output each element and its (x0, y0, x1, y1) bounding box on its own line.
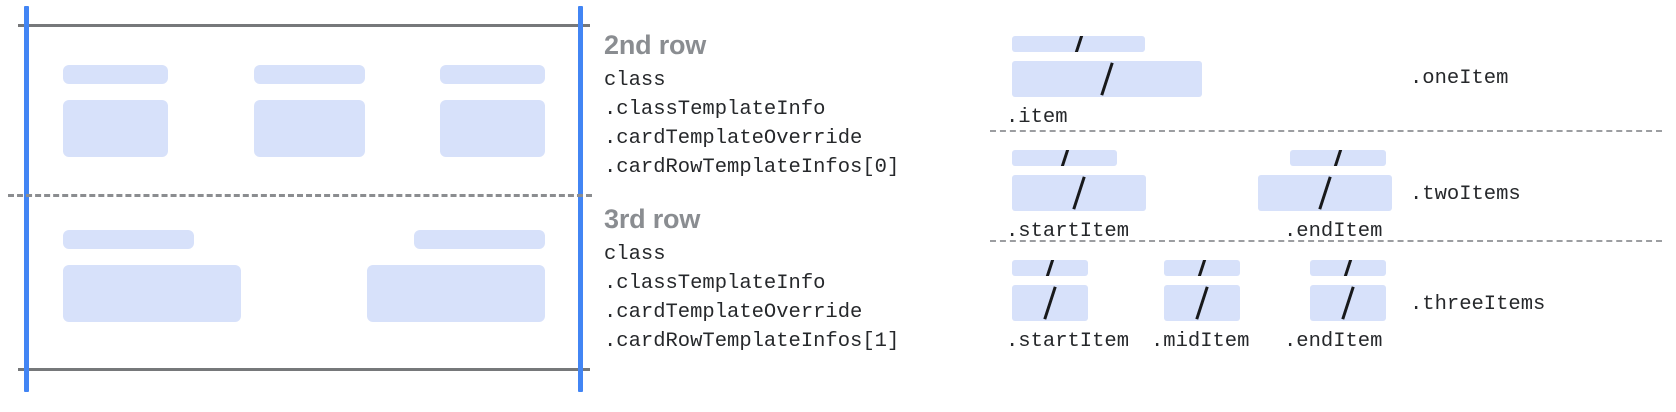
slash-glyph (1059, 150, 1070, 166)
row2-cell1-label-bar (63, 65, 168, 84)
row-divider-dashed-line (8, 194, 592, 197)
three-items-start-content-bar (1012, 285, 1088, 321)
card-left-edge-bar (24, 6, 29, 392)
two-items-start-label-bar (1012, 150, 1117, 166)
annotation-block-2nd-row: 2nd row class .classTemplateInfo .cardTe… (604, 28, 899, 182)
slash-glyph (1073, 36, 1084, 52)
annotation-title-3rd-row: 3rd row (604, 204, 701, 234)
two-items-start-label: .startItem (1006, 220, 1130, 243)
slash-glyph (1197, 260, 1207, 276)
slash-glyph (1072, 176, 1086, 210)
three-items-end-label: .endItem (1284, 330, 1383, 353)
three-items-end-label-bar (1310, 260, 1386, 276)
annotation-line-class-template-info: .classTemplateInfo (604, 272, 826, 295)
variant-separator-2 (990, 240, 1662, 242)
three-items-start-label-bar (1012, 260, 1088, 276)
row2-cell3-content-bar (440, 100, 545, 157)
annotation-line-card-template-override: .cardTemplateOverride (604, 301, 863, 324)
two-items-end-content-bar (1258, 175, 1392, 211)
row3-cell2-label-bar (414, 230, 545, 249)
annotation-line-card-template-override: .cardTemplateOverride (604, 127, 863, 150)
row3-cell1-label-bar (63, 230, 194, 249)
row2-cell2-label-bar (254, 65, 365, 84)
variant-two-items: .startItem .endItem .twoItems (984, 138, 1676, 248)
card-right-edge-bar (578, 6, 583, 392)
row3-cell1-content-bar (63, 265, 241, 322)
variant-separator-1 (990, 130, 1662, 132)
annotation-line-card-row-template-infos-1: .cardRowTemplateInfos[1] (604, 330, 900, 353)
annotation-line-card-row-template-infos-0: .cardRowTemplateInfos[0] (604, 156, 900, 179)
three-items-mid-label-bar (1164, 260, 1240, 276)
three-items-end-content-bar (1310, 285, 1386, 321)
three-items-mid-content-bar (1164, 285, 1240, 321)
variant-name-two-items: .twoItems (1410, 183, 1521, 206)
row3-cell2-content-bar (367, 265, 545, 322)
variant-name-three-items: .threeItems (1410, 293, 1546, 316)
card-preview-panel (0, 0, 600, 412)
variant-three-items: .startItem .midItem .endItem .threeItems (984, 248, 1676, 412)
one-item-slot-content-bar (1012, 61, 1202, 97)
row-variants-panel: .item .oneItem .startItem .endItem .twoI… (984, 0, 1676, 412)
slash-glyph (1343, 260, 1353, 276)
slash-glyph (1043, 286, 1057, 320)
slash-glyph (1100, 62, 1114, 96)
one-item-slot-label: .item (1006, 106, 1068, 129)
annotations-panel: 2nd row class .classTemplateInfo .cardTe… (604, 0, 984, 412)
annotation-line-class-template-info: .classTemplateInfo (604, 98, 826, 121)
row2-cell2-content-bar (254, 100, 365, 157)
slash-glyph (1318, 176, 1332, 210)
annotation-line-class: class (604, 69, 666, 92)
one-item-slot-label-bar (1012, 36, 1145, 52)
slash-glyph (1341, 286, 1355, 320)
annotation-title-2nd-row: 2nd row (604, 30, 707, 60)
row2-cell3-label-bar (440, 65, 545, 84)
row2-cell1-content-bar (63, 100, 168, 157)
slash-glyph (1333, 150, 1343, 166)
slash-glyph (1045, 260, 1055, 276)
two-items-end-label: .endItem (1284, 220, 1383, 243)
variant-one-item: .item .oneItem (984, 22, 1676, 132)
card-bottom-boundary-line (18, 368, 590, 371)
variant-name-one-item: .oneItem (1410, 67, 1509, 90)
annotation-block-3rd-row: 3rd row class .classTemplateInfo .cardTe… (604, 202, 899, 356)
three-items-start-label: .startItem (1006, 330, 1130, 353)
two-items-end-label-bar (1290, 150, 1386, 166)
two-items-start-content-bar (1012, 175, 1146, 211)
card-top-boundary-line (18, 24, 590, 27)
three-items-mid-label: .midItem (1151, 330, 1250, 353)
annotation-line-class: class (604, 243, 666, 266)
slash-glyph (1195, 286, 1209, 320)
